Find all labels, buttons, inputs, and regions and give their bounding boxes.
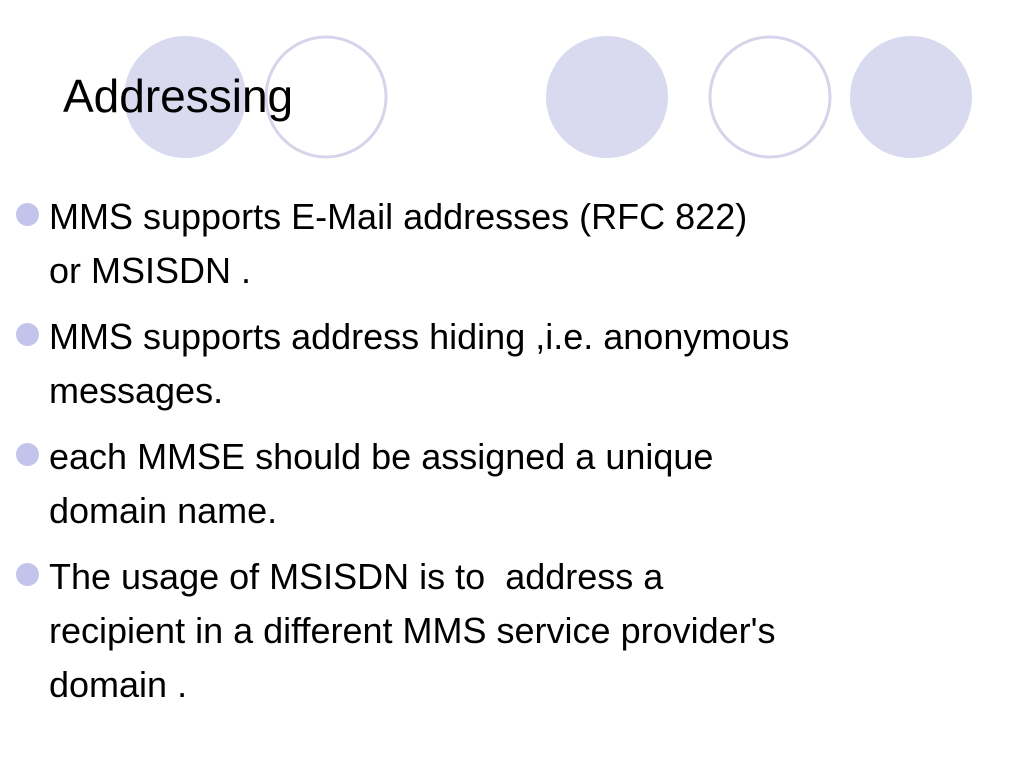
filled-circle-1 — [124, 36, 246, 158]
bullet-list: MMS supports E-Mail addresses (RFC 822) … — [0, 190, 1024, 724]
filled-circle-3 — [850, 36, 972, 158]
outline-circle-2 — [708, 35, 832, 159]
bullet-text: each MMSE should be assigned a unique do… — [49, 436, 714, 531]
outline-circle-1 — [264, 35, 388, 159]
bullet-text: The usage of MSISDN is to address a reci… — [49, 556, 776, 705]
bullet-item: MMS supports address hiding ,i.e. anonym… — [0, 310, 1024, 418]
bullet-dot-icon — [16, 203, 39, 226]
slide-title: Addressing — [63, 70, 294, 122]
decorative-circles — [124, 35, 972, 159]
bullet-dot-icon — [16, 323, 39, 346]
filled-circle-2 — [546, 36, 668, 158]
bullet-dot-icon — [16, 443, 39, 466]
bullet-item: each MMSE should be assigned a unique do… — [0, 430, 1024, 538]
bullet-text: MMS supports E-Mail addresses (RFC 822) … — [49, 196, 748, 291]
bullet-text: MMS supports address hiding ,i.e. anonym… — [49, 316, 790, 411]
bullet-dot-icon — [16, 563, 39, 586]
bullet-item: MMS supports E-Mail addresses (RFC 822) … — [0, 190, 1024, 298]
bullet-item: The usage of MSISDN is to address a reci… — [0, 550, 1024, 712]
